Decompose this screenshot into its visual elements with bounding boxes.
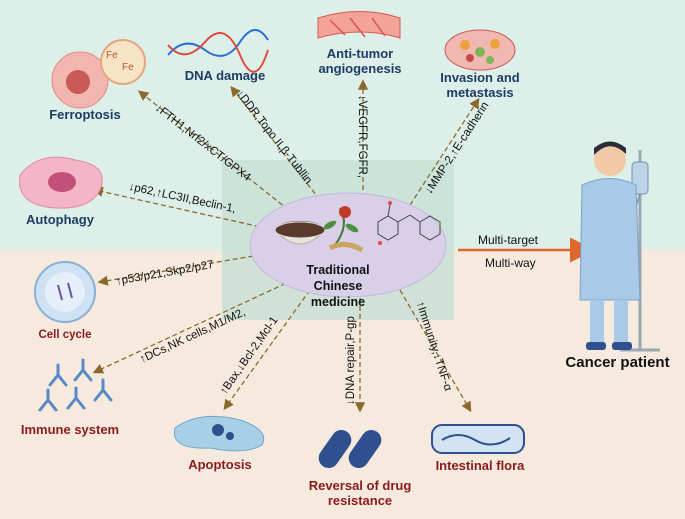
tcm-title-line1: Traditional Chinese bbox=[306, 263, 370, 293]
dna-icon bbox=[167, 29, 269, 73]
multi-way-label: Multi-way bbox=[485, 256, 536, 270]
cell-cycle-icon bbox=[34, 261, 96, 323]
drug-resistance-line1: Reversal of drug bbox=[308, 478, 412, 493]
molecule-icon bbox=[377, 201, 441, 245]
arrow-apoptosis bbox=[223, 289, 311, 411]
angiogenesis-label: Anti-tumor angiogenesis bbox=[300, 46, 420, 76]
ferroptosis-icon bbox=[51, 39, 146, 109]
cell-cycle-label: Cell cycle bbox=[38, 329, 92, 341]
dna-damage-label: DNA damage bbox=[184, 68, 266, 83]
arrow-ferroptosis bbox=[137, 90, 296, 216]
fe-ion-2: Fe bbox=[122, 62, 134, 73]
antibodies-icon bbox=[38, 358, 113, 412]
intestinal-flora-icon bbox=[431, 424, 525, 454]
mech-angiogenesis: ↓VEGFR,FGFR, bbox=[356, 95, 368, 179]
blood-vessel-icon bbox=[317, 11, 401, 39]
apoptosis-label: Apoptosis bbox=[188, 457, 252, 472]
fe-ion-1: Fe bbox=[106, 50, 118, 61]
patient-icon bbox=[579, 141, 660, 352]
intestinal-flora-label: Intestinal flora bbox=[435, 458, 525, 473]
invasion-tissue-icon bbox=[444, 29, 516, 71]
arrow-cell-cycle bbox=[97, 251, 278, 286]
mech-drug-resistance: ↓DNA repair,P-gp bbox=[345, 316, 357, 405]
arrow-invasion bbox=[409, 97, 480, 206]
tcm-title-line2: medicine bbox=[310, 295, 366, 309]
tcm-title: Traditional Chinese medicine bbox=[288, 262, 388, 310]
invasion-line1: Invasion and bbox=[440, 70, 520, 85]
arrow-flora bbox=[399, 289, 472, 413]
apoptosis-icon bbox=[173, 415, 265, 452]
invasion-line2: metastasis bbox=[446, 85, 514, 100]
pills-icon bbox=[318, 429, 382, 469]
cancer-patient-label: Cancer patient bbox=[565, 354, 670, 371]
angiogenesis-line1: Anti-tumor bbox=[326, 46, 394, 61]
angiogenesis-line2: angiogenesis bbox=[318, 61, 402, 76]
autophagy-icon bbox=[18, 156, 103, 209]
arrow-immune bbox=[92, 279, 294, 374]
autophagy-label: Autophagy bbox=[26, 212, 94, 227]
drug-resistance-label: Reversal of drug resistance bbox=[295, 478, 425, 508]
herb-icon bbox=[323, 206, 364, 253]
invasion-label: Invasion and metastasis bbox=[430, 70, 530, 100]
arrow-autophagy bbox=[92, 186, 284, 233]
immune-system-label: Immune system bbox=[20, 422, 120, 437]
ferroptosis-label: Ferroptosis bbox=[49, 107, 121, 122]
herbal-bowl-icon bbox=[273, 221, 327, 245]
multi-target-label: Multi-target bbox=[478, 233, 539, 247]
drug-resistance-line2: resistance bbox=[327, 493, 393, 508]
